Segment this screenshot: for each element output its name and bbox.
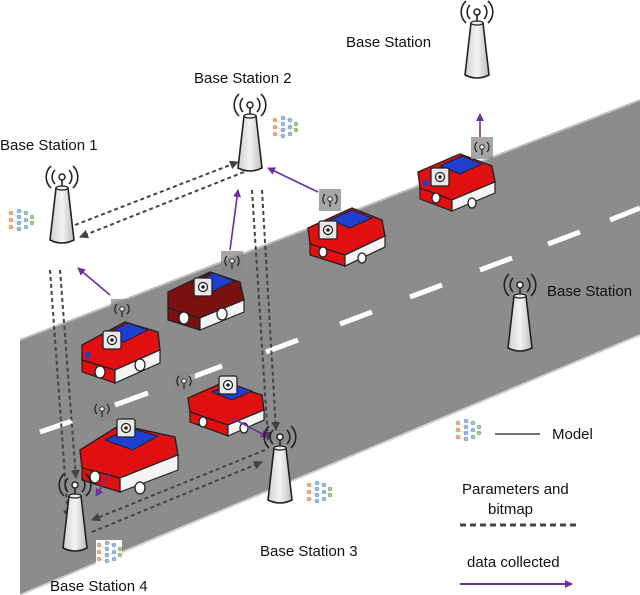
legend-params-label-1: Parameters and: [462, 481, 569, 498]
car-left-mid: [81, 298, 161, 384]
model-icon-bs1: [7, 207, 35, 237]
car-center: [172, 370, 265, 437]
legend-params-label-2: bitmap: [488, 501, 534, 518]
base-station-2: [233, 93, 267, 172]
model-icon-bs2: [271, 114, 299, 144]
label-base-station-right: Base Station: [547, 283, 633, 300]
model-icon-legend: [454, 417, 482, 447]
legend-data-label: data collected: [467, 554, 560, 571]
base-station-top-right: [460, 0, 494, 79]
label-base-station-2: Base Station 2: [194, 70, 292, 87]
label-base-station-1: Base Station 1: [0, 137, 98, 154]
model-icon-bs4: [95, 539, 123, 569]
car-front-left: [79, 398, 179, 495]
model-icon-bs3: [305, 479, 333, 509]
param-links: [49, 160, 281, 533]
base-station-1: [45, 165, 79, 244]
data-links: [77, 113, 484, 497]
lane-markings: [39, 205, 640, 435]
label-base-station-3: Base Station 3: [260, 543, 358, 560]
car-maroon: [167, 250, 245, 331]
car-top-right: [417, 136, 496, 212]
label-base-station-top-right: Base Station: [346, 34, 432, 51]
car-upper-mid: [307, 188, 386, 267]
legend-model-label: Model: [552, 426, 593, 443]
road-edge-near: [19, 334, 640, 595]
label-base-station-4: Base Station 4: [50, 578, 148, 595]
